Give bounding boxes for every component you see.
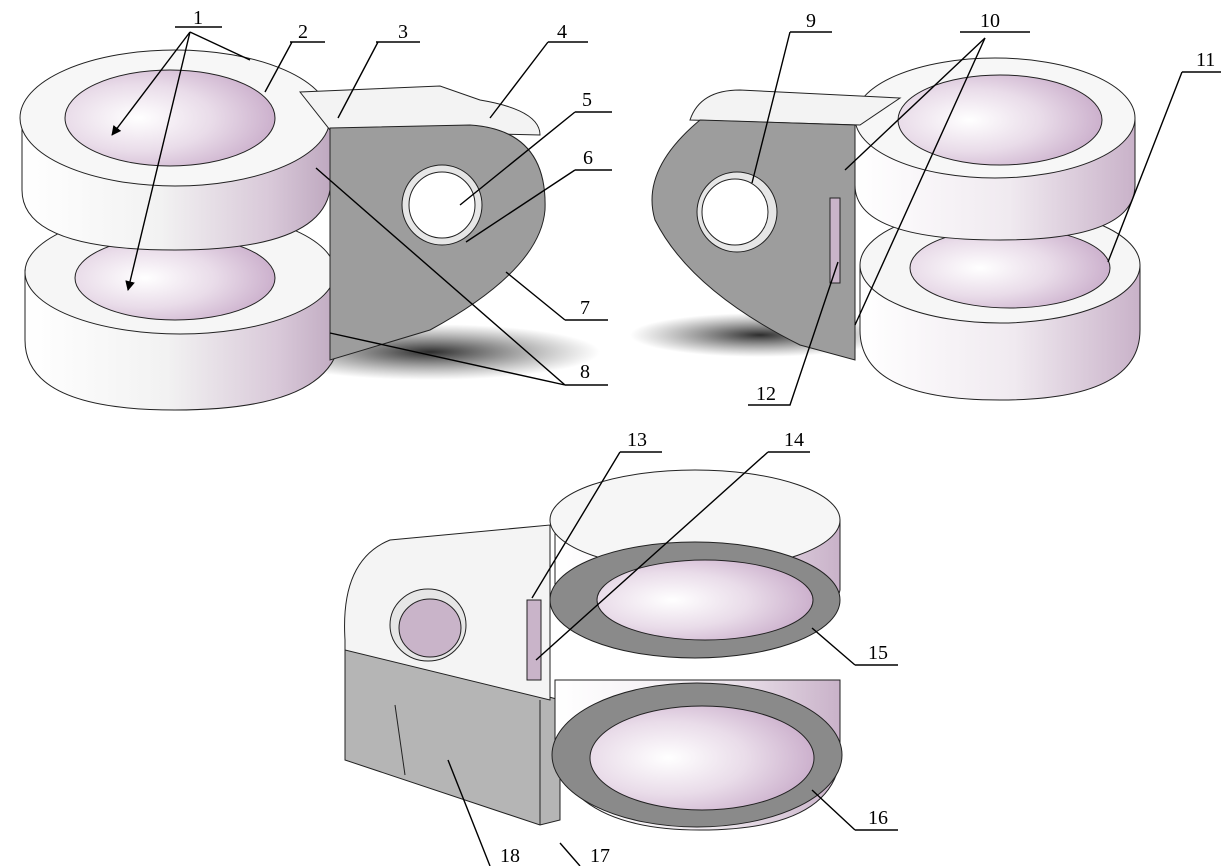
- callout-4: 4: [557, 21, 567, 43]
- leader-1: [125, 31, 191, 291]
- pin-hole-inner: [398, 598, 462, 658]
- callout-6: 6: [583, 147, 593, 169]
- leader-1: [111, 31, 191, 136]
- leader-4: [489, 41, 588, 119]
- lower-bore: [589, 705, 815, 811]
- leader-17: [559, 842, 581, 866]
- leader-13: [531, 451, 662, 599]
- callout-13: 13: [627, 429, 647, 451]
- leader-7: [505, 271, 608, 321]
- slot-wall: [829, 197, 841, 284]
- leader-10: [854, 37, 986, 326]
- leader-10: [844, 37, 986, 171]
- callout-14: 14: [784, 429, 804, 451]
- leader-3: [337, 41, 420, 119]
- middle-bore: [596, 559, 814, 641]
- leader-2: [264, 41, 325, 93]
- slot-wall: [526, 599, 542, 681]
- callout-3: 3: [398, 21, 408, 43]
- upper-bore: [897, 74, 1103, 166]
- leader-5: [459, 111, 612, 206]
- callout-8: 8: [580, 361, 590, 383]
- callout-18: 18: [500, 845, 520, 866]
- callout-1: 1: [193, 7, 203, 29]
- tongue-top: [299, 85, 541, 136]
- leader-16: [811, 789, 898, 831]
- callout-11: 11: [1196, 49, 1215, 71]
- leader-9: [751, 31, 832, 184]
- callout-16: 16: [868, 807, 888, 829]
- callout-labels: 1 2 3 4 5 6 7 8 9 10 11 12 13 14 15 16 1…: [193, 7, 1215, 866]
- leader-1: [189, 31, 251, 61]
- callout-5: 5: [582, 89, 592, 111]
- leader-11: [1107, 71, 1221, 263]
- view-front-left: [19, 49, 600, 411]
- callout-15: 15: [868, 642, 888, 664]
- edge-line: [394, 704, 406, 776]
- callout-17: 17: [590, 845, 610, 866]
- leader-18: [447, 759, 491, 866]
- pin-hole-inner: [408, 171, 476, 239]
- leader-8: [315, 167, 608, 386]
- leader-14: [535, 451, 810, 661]
- callout-12: 12: [756, 383, 776, 405]
- view-bottom: [344, 469, 843, 831]
- callout-9: 9: [806, 10, 816, 32]
- leader-lines: [111, 26, 1221, 866]
- leader-15: [811, 627, 898, 666]
- callout-10: 10: [980, 10, 1000, 32]
- leader-12: [748, 261, 839, 406]
- callout-2: 2: [298, 21, 308, 43]
- pin-hole-inner: [701, 178, 769, 246]
- view-rear-right: [630, 57, 1141, 401]
- leader-8: [329, 332, 566, 386]
- callout-7: 7: [580, 297, 590, 319]
- leader-6: [465, 169, 612, 243]
- tongue-top: [689, 89, 902, 126]
